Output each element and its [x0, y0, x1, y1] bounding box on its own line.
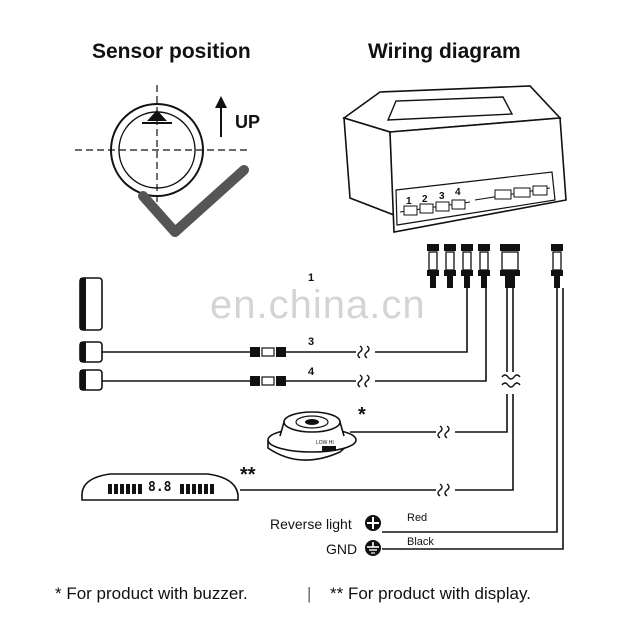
- connector-plug: [461, 244, 473, 288]
- wire-break-marks: [357, 345, 521, 497]
- buzzer: [267, 411, 357, 461]
- wire-buzzer-lower: [455, 394, 508, 433]
- port-buzzer: [494, 189, 512, 200]
- port-4: [451, 199, 466, 210]
- connector-plugs: [427, 244, 563, 288]
- sensor-1: [79, 277, 103, 331]
- display-footnote: ** For product with display.: [330, 584, 531, 603]
- port-number-4: 4: [455, 187, 461, 198]
- connector-plug: [551, 244, 563, 288]
- sensor-3: [79, 341, 103, 363]
- port-number-3: 3: [439, 191, 445, 202]
- gnd-label: GND: [326, 541, 358, 557]
- connector-plug: [444, 244, 456, 288]
- control-box-label-area: [386, 96, 514, 121]
- control-box-front: [389, 117, 567, 233]
- wiring-diagram-heading: Wiring diagram: [368, 40, 521, 63]
- buzzer-switch: [322, 446, 336, 451]
- ground-terminal-icon: [365, 540, 381, 556]
- port-3: [435, 201, 450, 212]
- wire-sensor-3: [375, 288, 468, 353]
- wire-display-lower: [455, 394, 514, 491]
- up-arrow-icon: [215, 96, 227, 108]
- inline-connectors: [250, 347, 286, 386]
- buzzer-footnote: * For product with buzzer.: [55, 584, 248, 603]
- port-display: [513, 187, 531, 198]
- connector-plug-wide: [500, 244, 520, 288]
- wire-label-4: 4: [308, 366, 315, 378]
- footnote-separator: |: [307, 584, 312, 603]
- sensor-position-heading: Sensor position: [92, 40, 251, 63]
- wire-black: [382, 288, 564, 550]
- black-wire-label: Black: [407, 536, 434, 548]
- sensor-position-figure: [75, 85, 250, 237]
- reverse-light-label: Reverse light: [270, 516, 352, 532]
- inline-connector: [250, 376, 260, 386]
- port-2: [419, 203, 434, 214]
- display-bars-left: [108, 484, 142, 494]
- port-power: [532, 185, 548, 196]
- control-box-side: [343, 116, 395, 217]
- control-box: [342, 85, 567, 233]
- red-wire-label: Red: [407, 512, 428, 524]
- connector-plug: [427, 244, 439, 288]
- sensor-up-arrowhead: [147, 110, 167, 121]
- connector-plug: [478, 244, 490, 288]
- sensor-outer-ring: [110, 103, 204, 197]
- port-number-1: 1: [406, 196, 412, 207]
- reverse-light-terminal-icon: [365, 515, 381, 531]
- wire-label-3: 3: [308, 336, 315, 348]
- buzzer-switch-text: LOW HI: [316, 440, 334, 446]
- port-1: [403, 205, 418, 216]
- inline-connector: [250, 347, 260, 357]
- wires: [102, 288, 564, 550]
- wire-sensor-4: [375, 288, 487, 382]
- up-label: UP: [235, 112, 261, 132]
- watermark: en.china.cn: [210, 283, 426, 327]
- wire-label-1: 1: [308, 272, 315, 284]
- checkmark-icon: [138, 165, 249, 237]
- display-marker: **: [240, 464, 256, 486]
- display-digits: 8.8: [148, 480, 172, 495]
- wire-red: [382, 288, 558, 533]
- sensor-4: [79, 369, 103, 391]
- port-panel: [395, 171, 556, 226]
- buzzer-marker: *: [358, 404, 366, 426]
- port-number-2: 2: [422, 194, 428, 205]
- display-bars-right: [180, 484, 214, 494]
- display-unit: [81, 473, 239, 501]
